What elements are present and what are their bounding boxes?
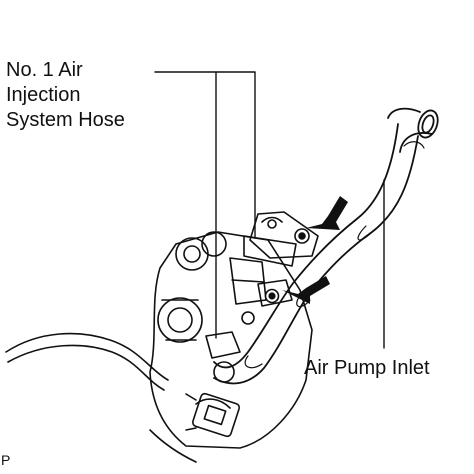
wire-harness-2 bbox=[7, 344, 165, 391]
arrow-icon bbox=[282, 276, 330, 304]
lower-clamp bbox=[205, 279, 293, 359]
hose-leader-lines bbox=[154, 71, 256, 339]
upper-bracket bbox=[243, 211, 319, 267]
arrow-icon bbox=[306, 196, 348, 230]
wire-lower bbox=[149, 429, 197, 463]
pump-inlet-label: Air Pump Inlet bbox=[304, 357, 430, 379]
hose-label-line2: Injection bbox=[6, 84, 81, 106]
bolt-icon bbox=[294, 228, 310, 244]
hose-label-line1: No. 1 Air bbox=[6, 59, 83, 81]
hose-label-line3: System Hose bbox=[6, 109, 125, 131]
figure-code: P bbox=[1, 452, 11, 468]
hose-label: No. 1 Air Injection System Hose bbox=[6, 58, 125, 133]
bolt-icon bbox=[264, 288, 280, 304]
pump-inlet-pipe bbox=[387, 107, 439, 153]
engine-block bbox=[149, 231, 313, 449]
connector-plug bbox=[185, 392, 241, 438]
